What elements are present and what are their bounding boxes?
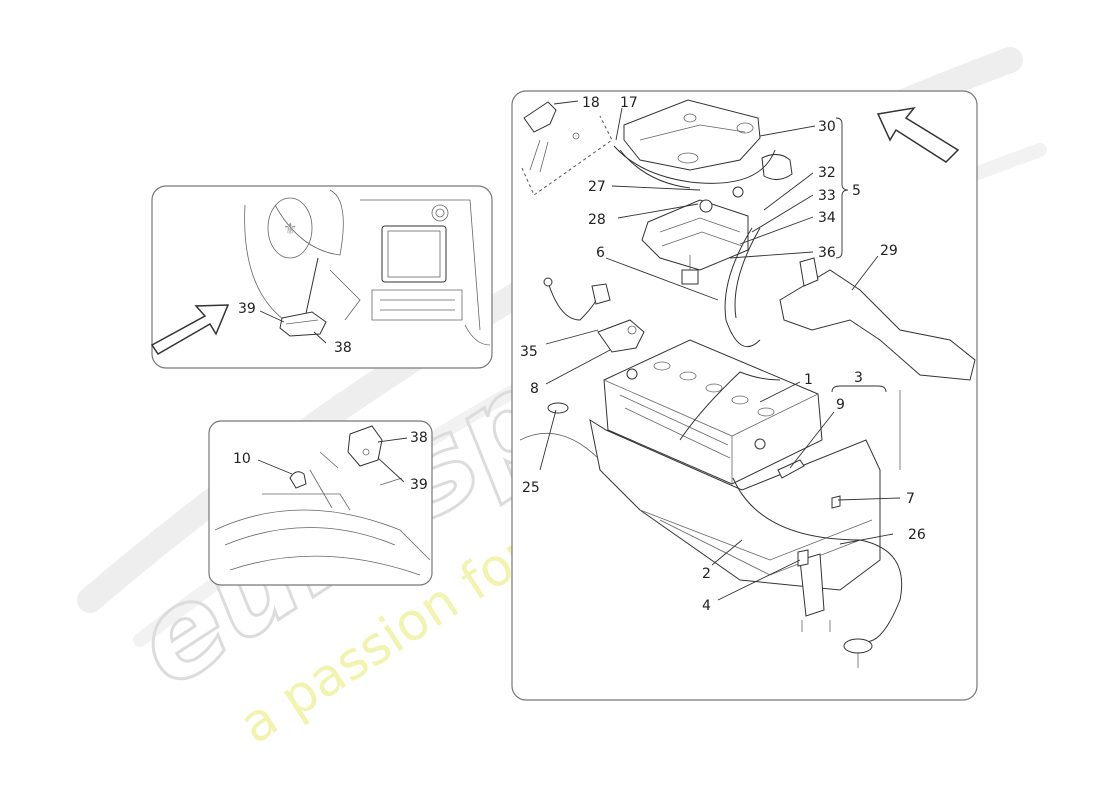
- part-6-cable: [724, 227, 761, 348]
- callout-30: 30: [818, 119, 836, 135]
- callout-18: 18: [582, 95, 600, 111]
- callout-29: 29: [880, 243, 898, 259]
- callout-36: 36: [818, 245, 836, 261]
- part-35-cable: [543, 277, 611, 321]
- callout-2: 2: [702, 566, 711, 582]
- dashboard-inset-panel: ⚜: [150, 185, 493, 369]
- main-diagram-panel: [511, 90, 978, 701]
- part-9-bolt: [777, 459, 805, 479]
- part-18-connector: [521, 101, 613, 196]
- callout-28: 28: [588, 212, 606, 228]
- callout-34: 34: [818, 210, 836, 226]
- trunk-inset-panel: [208, 420, 433, 586]
- callout-35: 35: [520, 344, 538, 360]
- callout-39-trunk: 39: [410, 477, 428, 493]
- distribution-box: [641, 186, 749, 285]
- part-17-cable: [613, 145, 776, 184]
- direction-arrow-main: [876, 106, 960, 163]
- part-25-pad: [519, 402, 601, 461]
- battery-tray: [589, 418, 903, 668]
- part-29-bracket: [779, 257, 976, 470]
- callout-7: 7: [906, 491, 915, 507]
- callouts: 18 17 30 32 33 34 36 5 27 28 6 29 35 8 1…: [233, 95, 926, 614]
- svg-text:⚜: ⚜: [283, 219, 297, 238]
- clip-10: [289, 471, 307, 489]
- callout-8: 8: [530, 381, 539, 397]
- callout-5: 5: [852, 183, 861, 199]
- callout-38-dash: 38: [334, 340, 352, 356]
- callout-1: 1: [804, 372, 813, 388]
- callout-3: 3: [854, 370, 863, 386]
- part-8-clamp: [597, 319, 645, 353]
- callout-33: 33: [818, 188, 836, 204]
- direction-arrow-dash: [150, 304, 230, 356]
- battery: [603, 339, 823, 485]
- callout-38-trunk: 38: [410, 430, 428, 446]
- bracket-38-trunk: [347, 425, 383, 467]
- callout-27: 27: [588, 179, 606, 195]
- callout-10: 10: [233, 451, 251, 467]
- callout-32: 32: [818, 165, 836, 181]
- callout-6: 6: [596, 245, 605, 261]
- callout-17: 17: [620, 95, 638, 111]
- callout-4: 4: [702, 598, 711, 614]
- part-7-screw: [831, 495, 841, 509]
- leader-lines: [257, 100, 901, 601]
- callout-25: 25: [522, 480, 540, 496]
- callout-39-dash: 39: [238, 301, 256, 317]
- callout-26: 26: [908, 527, 926, 543]
- callout-9: 9: [836, 397, 845, 413]
- module-38-dash: [279, 311, 327, 337]
- part-4-screw: [797, 549, 809, 567]
